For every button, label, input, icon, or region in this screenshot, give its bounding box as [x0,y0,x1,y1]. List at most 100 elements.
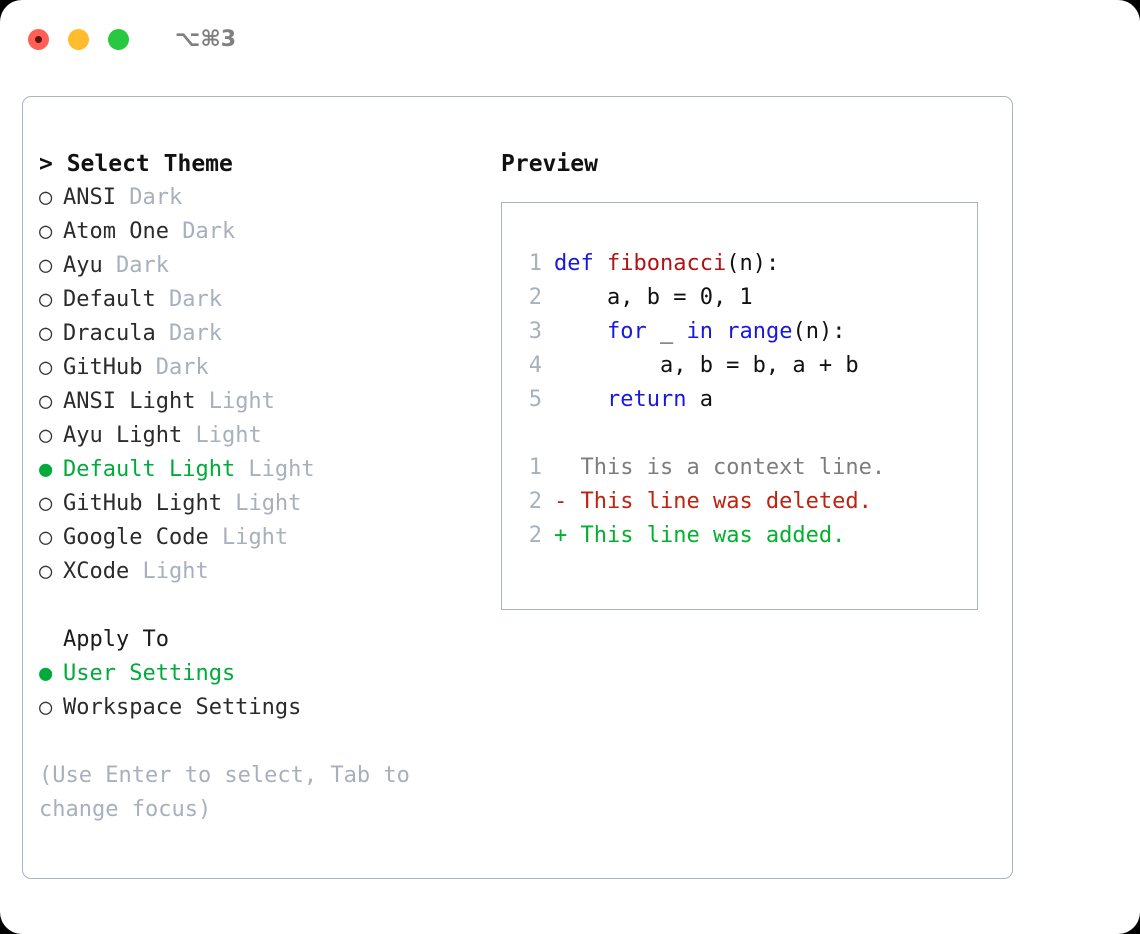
code-token: (n): [726,251,780,276]
theme-name-label: Dracula [63,321,156,346]
line-number: 2 [528,523,542,548]
maximize-window-button[interactable] [108,28,129,50]
theme-list-item[interactable]: ○Google Code Light [39,521,499,555]
theme-list-item[interactable]: ○ Ayu Light Light [39,419,499,453]
theme-variant-label: Dark [155,321,222,346]
preview-header: Preview [501,151,598,177]
theme-name-label: ANSI [63,185,116,210]
code-token: fibonacci [606,251,727,276]
radio-unselected-icon: ○ [39,423,53,448]
theme-variant-label: Light [182,423,262,448]
theme-name-label: Google Code [63,525,209,550]
theme-list-item[interactable]: ○ Dracula Dark [39,317,499,351]
radio-unselected-icon: ○ [39,287,53,312]
radio-unselected-icon: ○ [39,219,53,244]
theme-name-label: ANSI Light [63,389,196,414]
theme-variant-label: Light [129,559,209,584]
apply-to-section: Apply To ● User Settings ○ Workspace Settin… [39,623,499,725]
code-line: 4 a, b = b, a + b [518,349,977,383]
theme-name-label: Default Light [63,457,236,482]
code-token: for [606,319,647,344]
theme-list-item[interactable]: ○Atom One Dark [39,215,499,249]
traffic-lights [28,28,129,50]
minimize-window-button[interactable] [68,28,89,50]
theme-name-label: GitHub [63,355,143,380]
keyboard-hint-text: (Use Enter to select, Tab to change focu… [39,763,410,822]
radio-unselected-icon: ○ [39,185,53,210]
code-token: a [686,387,713,412]
theme-name-label: GitHub Light [63,491,222,516]
theme-variant-label: Light [195,389,275,414]
code-line: 3 for _ in range(n): [518,315,977,349]
radio-unselected-icon: ○ [39,491,53,516]
theme-variant-label: Dark [102,253,169,278]
line-number: 2 [528,489,542,514]
theme-name-label: Default [63,287,156,312]
apply-to-item[interactable]: ● User Settings [39,657,499,691]
code-token: in [686,319,727,344]
theme-list: ○ANSI Dark○Atom One Dark○Ayu Dark○Defaul… [39,181,499,589]
main-panel: > Select Theme ○ANSI Dark○Atom One Dark○… [22,96,1013,879]
theme-variant-label: Light [208,525,289,550]
diff-line: 1 This is a context line. [518,451,977,485]
radio-unselected-icon: ○ [39,321,53,346]
close-window-button[interactable] [28,28,49,50]
diff-marker [554,455,581,480]
theme-variant-label: Light [221,491,302,516]
line-number: 2 [528,285,542,310]
theme-list-item[interactable]: ● Default Light Light [39,453,499,487]
select-theme-header: > Select Theme [39,151,233,177]
code-token: (n): [792,319,846,344]
theme-list-item[interactable]: ○Default Dark [39,283,499,317]
theme-variant-label: Dark [115,185,183,210]
code-token: def [554,251,607,276]
diff-line: 2- This line was deleted. [518,485,977,519]
radio-unselected-icon: ○ [39,695,53,720]
theme-name-label: Ayu Light [63,423,183,448]
titlebar: ⌥⌘3 [0,0,1140,78]
code-line: 5 return a [518,383,977,417]
diff-line: 2 + This line was added. [518,519,977,553]
keyboard-shortcut-label: ⌥⌘3 [175,26,237,52]
theme-variant-label: Dark [168,219,236,244]
apply-to-header: Apply To [63,627,169,652]
code-token: _ [646,319,687,344]
diff-sample: 1 This is a context line.2- This line wa… [518,451,977,553]
apply-to-item[interactable]: ○ Workspace Settings [39,691,499,725]
code-token [554,319,607,344]
code-diff-spacer [518,417,977,451]
radio-unselected-icon: ○ [39,253,53,278]
theme-list-item[interactable]: ○ Ayu Dark [39,249,499,283]
diff-text: This line was added. [580,523,846,548]
apply-to-label: Workspace Settings [63,695,302,720]
apply-to-label: User Settings [63,661,236,686]
radio-selected-icon: ● [39,457,53,482]
line-number: 1 [528,455,542,480]
theme-list-item[interactable]: ○ GitHub Dark [39,351,499,385]
apply-to-list: ● User Settings ○ Workspace Settings [39,657,499,725]
radio-selected-icon: ● [39,661,53,686]
code-line: 2 a, b = 0, 1 [518,281,977,315]
code-token: a, b = 0, 1 [554,285,753,310]
diff-marker: + [554,523,581,548]
theme-list-item[interactable]: ○ANSI Light Light [39,385,499,419]
theme-list-item[interactable]: ○XCode Light [39,555,499,589]
code-token: range [726,319,793,344]
code-token [554,387,607,412]
line-number: 4 [528,353,542,378]
radio-unselected-icon: ○ [39,355,53,380]
theme-name-label: Ayu [63,253,103,278]
theme-list-item[interactable]: ○ GitHub Light Light [39,487,499,521]
theme-variant-label: Light [235,457,315,482]
theme-name-label: XCode [63,559,130,584]
code-token: a, b = b, a + b [554,353,859,378]
code-token: return [606,387,687,412]
theme-list-item[interactable]: ○ ANSI Dark [39,181,499,215]
line-number: 5 [528,387,542,412]
theme-variant-label: Dark [142,355,209,380]
